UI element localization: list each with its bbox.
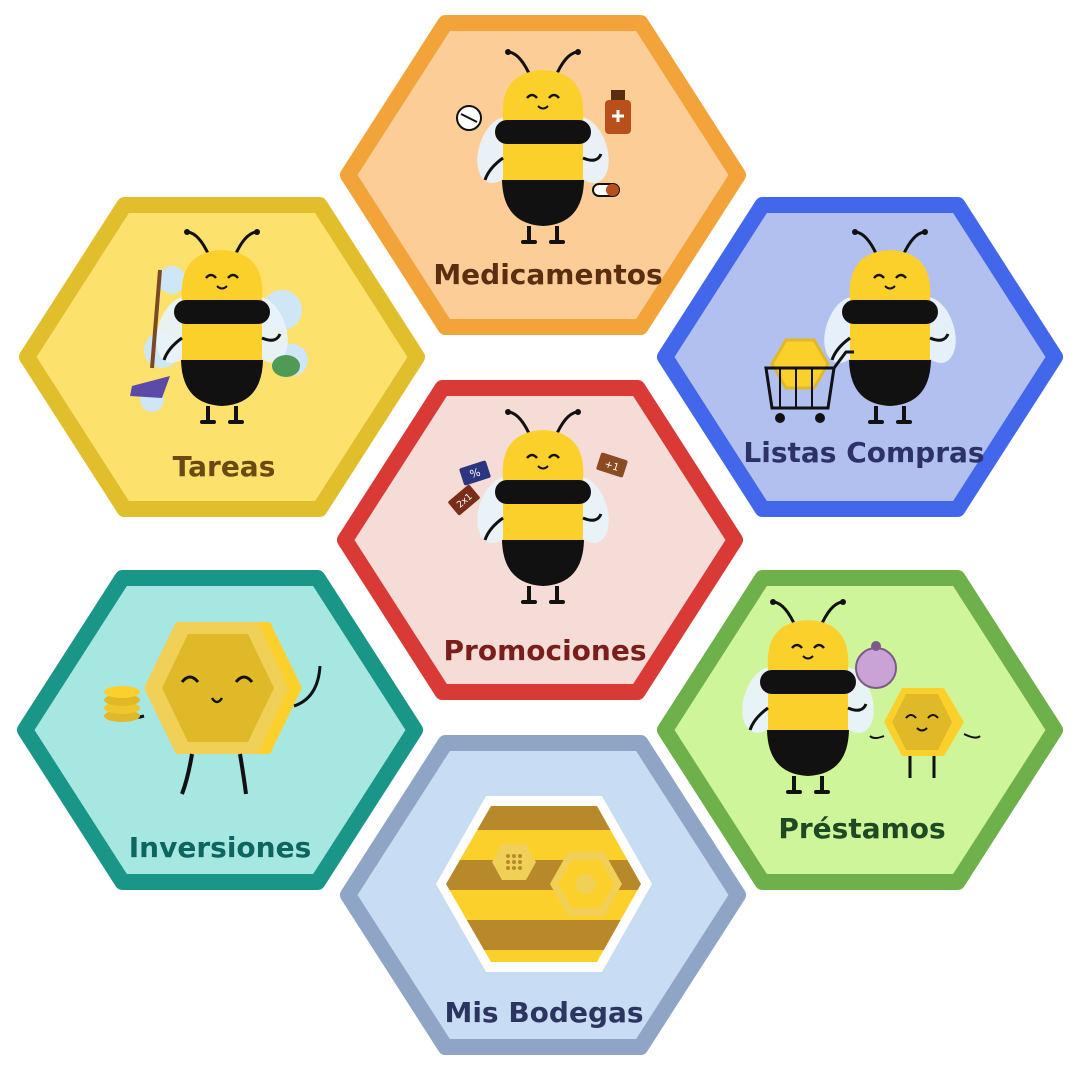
tile-inversiones[interactable]: Inversiones	[17, 570, 423, 890]
tile-listas-compras[interactable]: Listas Compras	[657, 197, 1063, 517]
sick-bee-icon	[456, 47, 631, 244]
tile-label-medicamentos: Medicamentos	[433, 258, 662, 291]
honeycomb-coin-icon	[122, 622, 322, 795]
tile-mis-bodegas[interactable]: Mis Bodegas	[340, 735, 746, 1055]
tile-label-tareas: Tareas	[173, 450, 276, 483]
cleaning-bee-icon	[130, 227, 308, 424]
tile-tareas[interactable]: Tareas	[19, 197, 425, 517]
tile-prestamos[interactable]: Préstamos	[657, 570, 1063, 890]
honeycomb-buddy-icon	[869, 688, 981, 778]
tile-label-prestamos: Préstamos	[778, 812, 945, 845]
percent-tag-icon: %	[459, 460, 491, 486]
plus-one-tag-icon: +1	[596, 452, 628, 478]
tile-promociones[interactable]: % 2x1 +1 Promociones	[337, 380, 743, 700]
coin-stack-icon	[104, 686, 140, 722]
honeycomb-warehouse-icon	[436, 796, 652, 972]
shopping-cart-icon	[764, 338, 854, 423]
tile-label-listas-compras: Listas Compras	[743, 436, 984, 469]
two-for-one-tag-icon: 2x1	[448, 484, 480, 516]
percent-tag-text: %	[468, 466, 482, 482]
tile-label-promociones: Promociones	[444, 634, 647, 667]
tile-label-inversiones: Inversiones	[129, 831, 312, 864]
tile-medicamentos[interactable]: Medicamentos	[340, 15, 746, 335]
tile-label-mis-bodegas: Mis Bodegas	[444, 996, 643, 1029]
plus-one-tag-text: +1	[603, 459, 620, 474]
coin-purse-icon	[855, 641, 897, 689]
